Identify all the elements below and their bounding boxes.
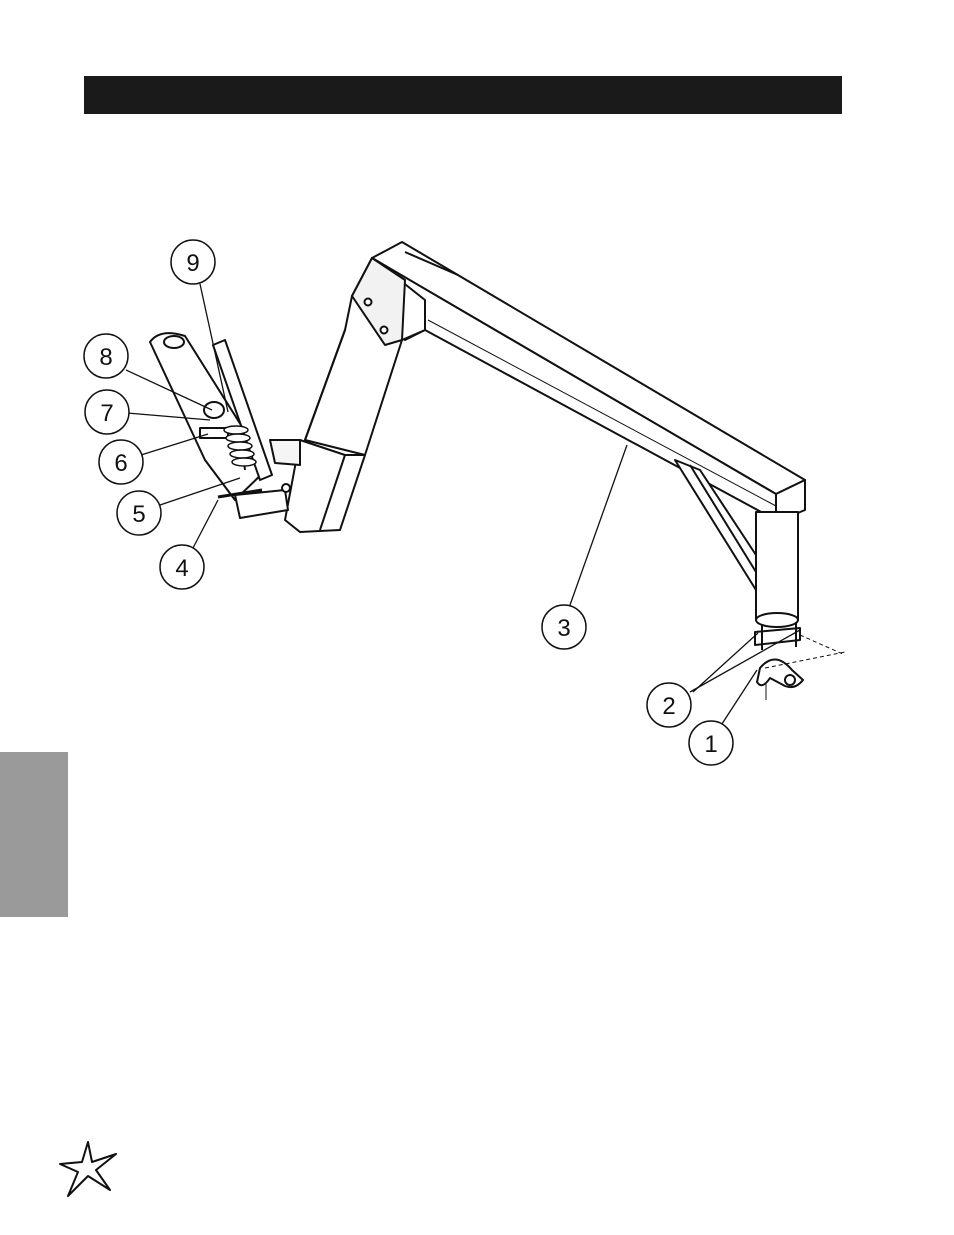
svg-text:5: 5 <box>132 501 145 528</box>
callout-2: 2 <box>647 683 691 727</box>
svg-text:8: 8 <box>99 344 112 371</box>
callout-1: 1 <box>689 721 733 765</box>
callout-8: 8 <box>84 334 128 378</box>
svg-text:7: 7 <box>100 400 113 427</box>
main-beam <box>372 242 805 522</box>
callout-5: 5 <box>117 491 161 535</box>
upright-post <box>270 258 425 532</box>
svg-text:1: 1 <box>704 731 717 758</box>
pedal-assembly <box>150 333 290 518</box>
callout-7: 7 <box>85 390 129 434</box>
callout-6: 6 <box>99 440 143 484</box>
svg-text:3: 3 <box>557 615 570 642</box>
callout-3: 3 <box>542 605 586 649</box>
svg-text:2: 2 <box>662 693 675 720</box>
svg-text:6: 6 <box>114 450 127 477</box>
svg-text:4: 4 <box>175 555 188 582</box>
mounting-bracket <box>755 622 845 700</box>
callout-9: 9 <box>171 240 215 284</box>
callout-4: 4 <box>160 545 204 589</box>
svg-text:9: 9 <box>186 250 199 277</box>
star-logo-icon <box>58 1140 120 1200</box>
